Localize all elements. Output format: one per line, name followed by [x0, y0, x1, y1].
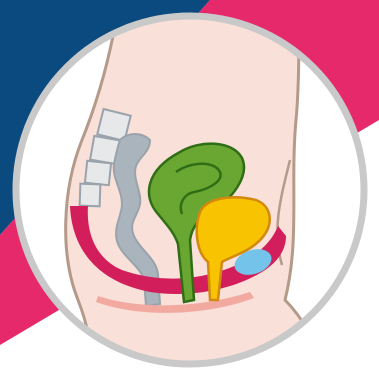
vertebra — [80, 184, 101, 207]
vertebra — [85, 161, 111, 185]
